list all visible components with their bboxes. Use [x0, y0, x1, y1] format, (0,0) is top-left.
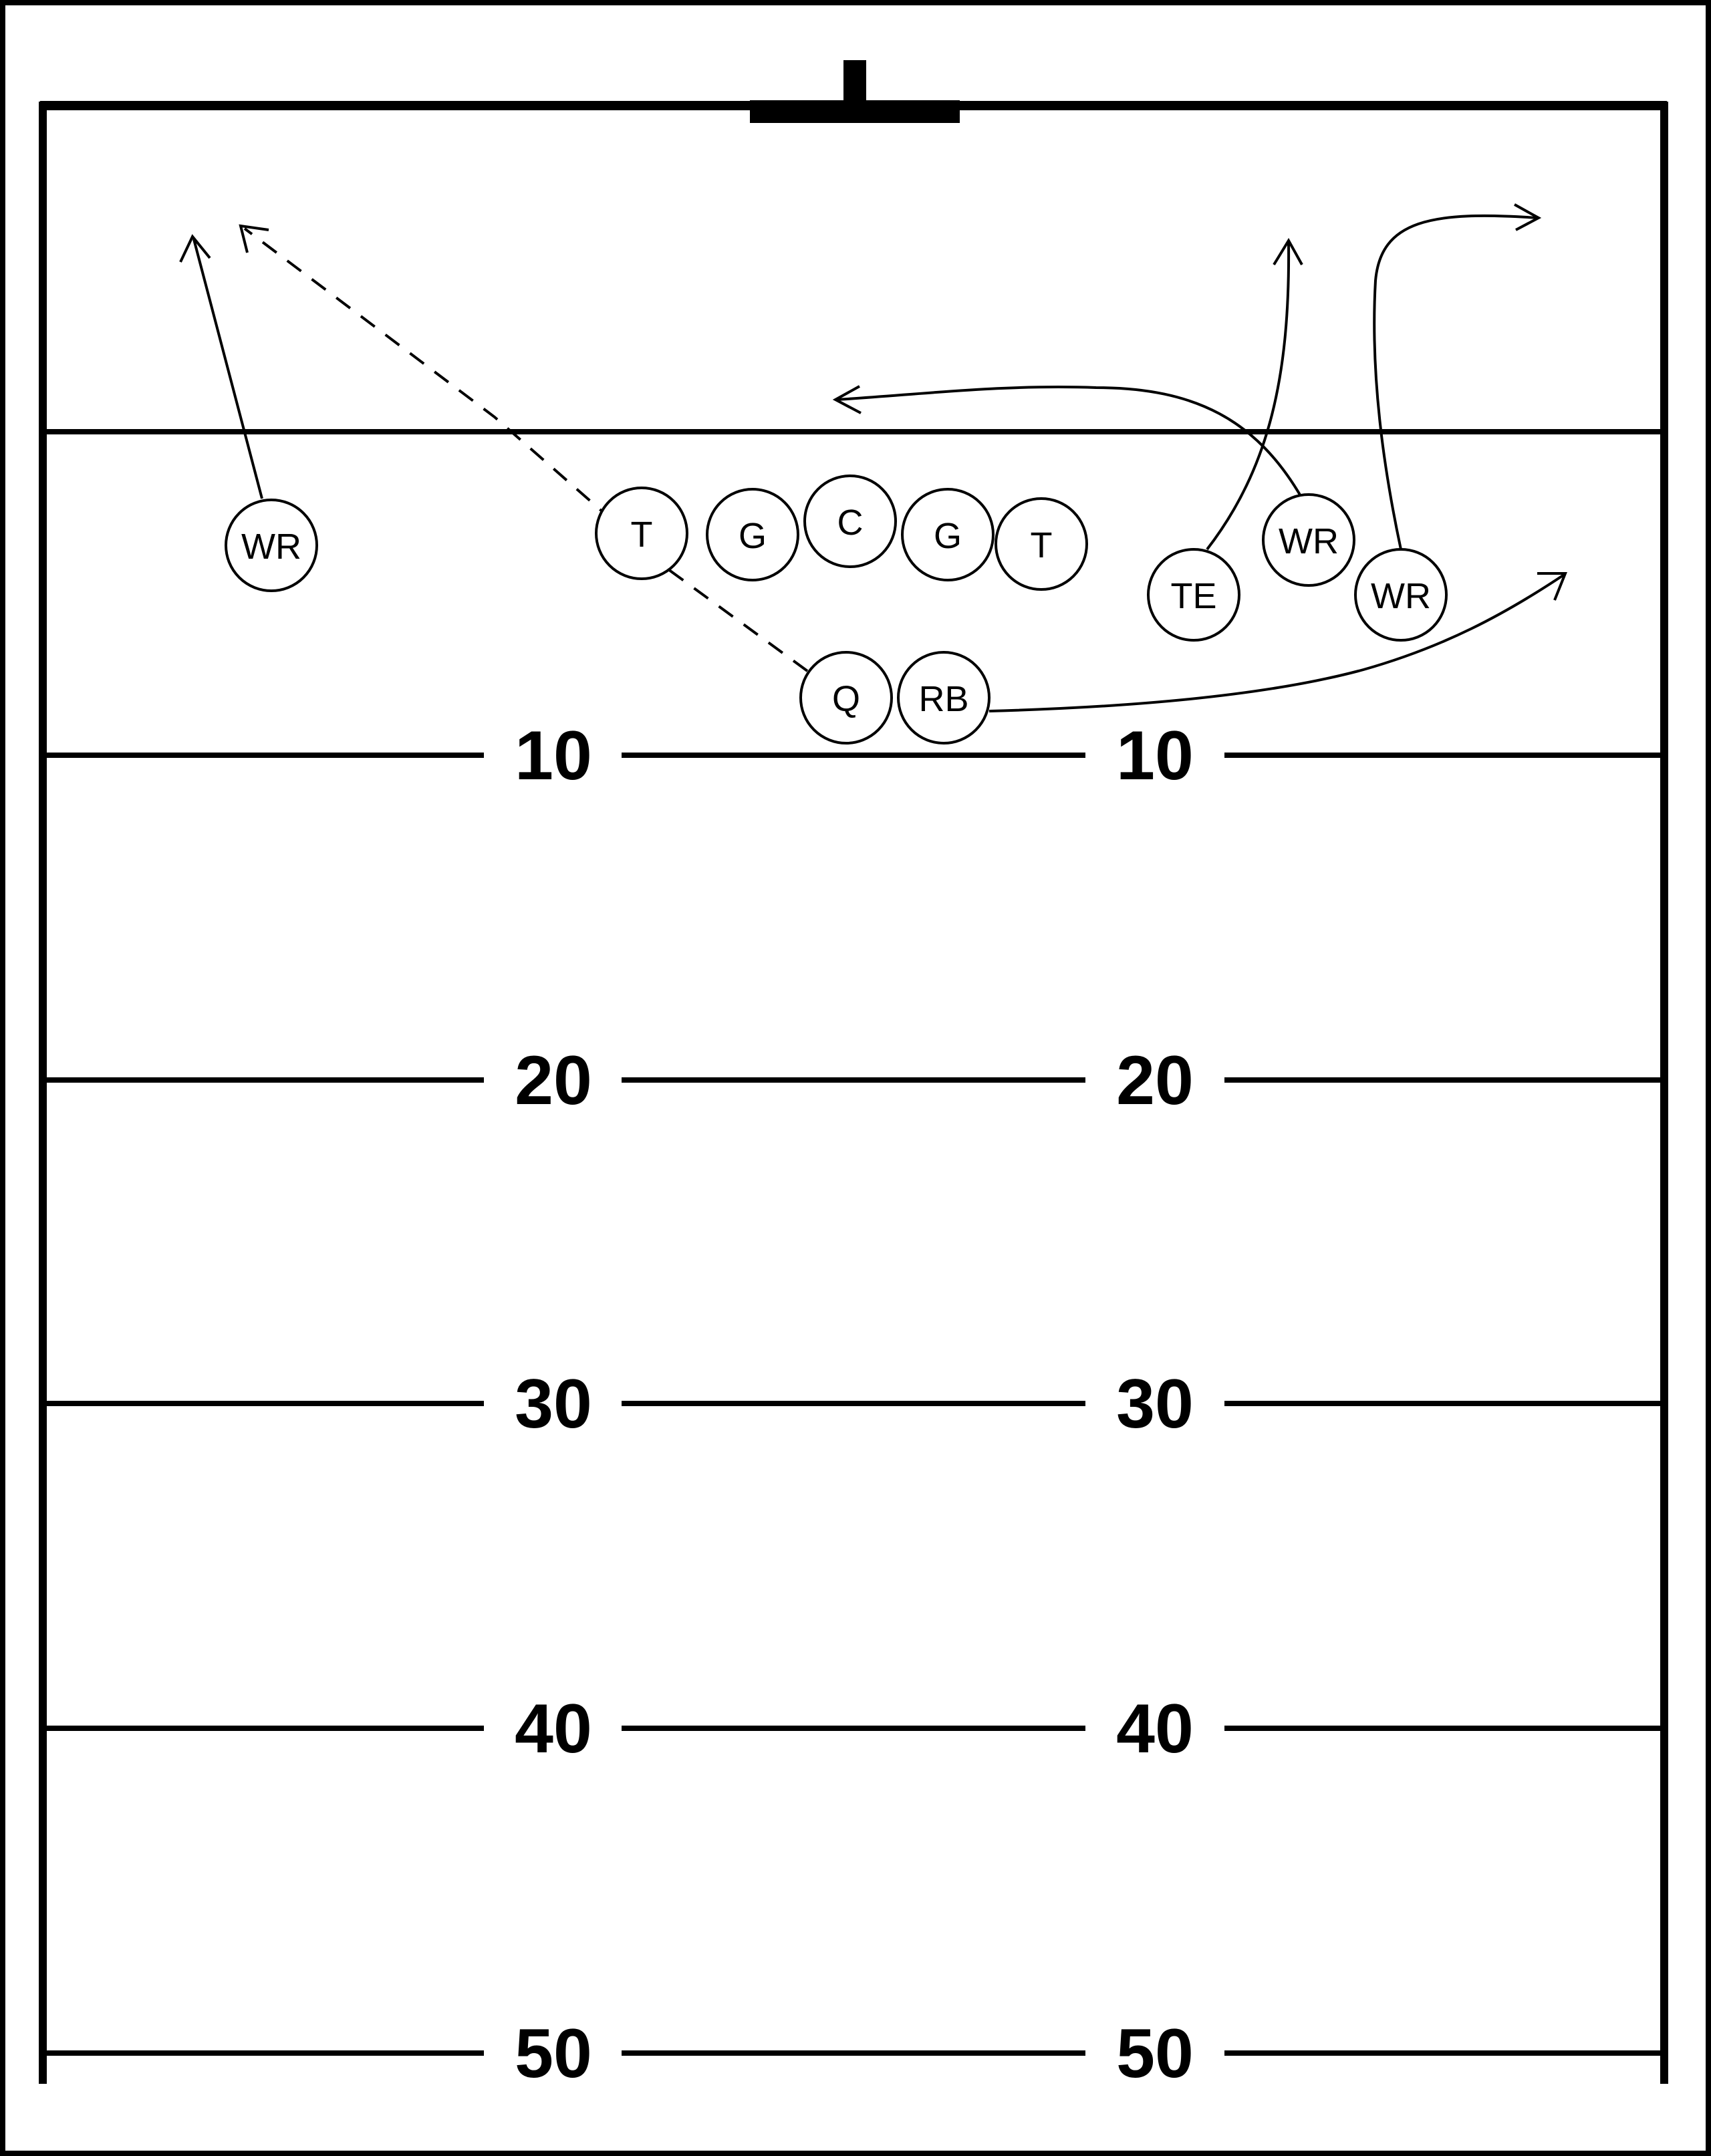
player-left-guard[interactable]: G	[706, 488, 799, 581]
yard-line-20: 20 20	[43, 1042, 1664, 1119]
player-quarterback[interactable]: Q	[799, 651, 893, 745]
yard-line-40: 40 40	[43, 1690, 1664, 1768]
route-wr-right	[1373, 203, 1542, 550]
player-label: C	[837, 503, 864, 543]
yard-line-10: 10 10	[43, 717, 1664, 795]
yard-number-right: 50	[1116, 2015, 1194, 2093]
yard-number-left: 10	[515, 717, 592, 795]
player-label: TE	[1170, 576, 1216, 616]
yard-number-left: 20	[515, 1042, 592, 1119]
route-qb-dashed	[239, 224, 809, 672]
route-rb	[989, 572, 1567, 712]
player-running-back[interactable]: RB	[897, 651, 991, 745]
player-wr-left[interactable]: WR	[225, 499, 318, 592]
yard-number-left: 40	[515, 1690, 592, 1768]
yard-number-right: 20	[1116, 1042, 1194, 1119]
yard-number-right: 10	[1116, 717, 1194, 795]
player-center[interactable]: C	[803, 475, 897, 568]
player-label: G	[739, 516, 767, 556]
yard-number-right: 30	[1116, 1365, 1194, 1443]
yard-number-left: 50	[515, 2015, 592, 2093]
player-label: T	[631, 515, 653, 555]
player-label: RB	[918, 679, 968, 719]
yard-line-30: 30 30	[43, 1365, 1664, 1443]
player-right-tackle[interactable]: T	[995, 497, 1088, 591]
player-label: G	[934, 516, 962, 556]
player-label: Q	[832, 679, 860, 719]
player-right-guard[interactable]: G	[901, 488, 995, 581]
yard-line-50: 50 50	[43, 2015, 1664, 2093]
route-wr-slot	[832, 385, 1302, 497]
player-label: WR	[241, 527, 301, 567]
player-label: WR	[1279, 521, 1339, 561]
player-tight-end[interactable]: TE	[1147, 548, 1240, 642]
player-left-tackle[interactable]: T	[595, 487, 688, 580]
yard-number-right: 40	[1116, 1690, 1194, 1768]
route-wr-left	[179, 234, 263, 499]
player-wr-slot[interactable]: WR	[1262, 493, 1355, 587]
route-te	[1206, 238, 1303, 551]
player-label: T	[1031, 525, 1053, 565]
goal-post-icon	[750, 60, 960, 123]
yard-number-left: 30	[515, 1365, 592, 1443]
player-label: WR	[1371, 576, 1431, 616]
player-wr-right[interactable]: WR	[1354, 548, 1448, 642]
